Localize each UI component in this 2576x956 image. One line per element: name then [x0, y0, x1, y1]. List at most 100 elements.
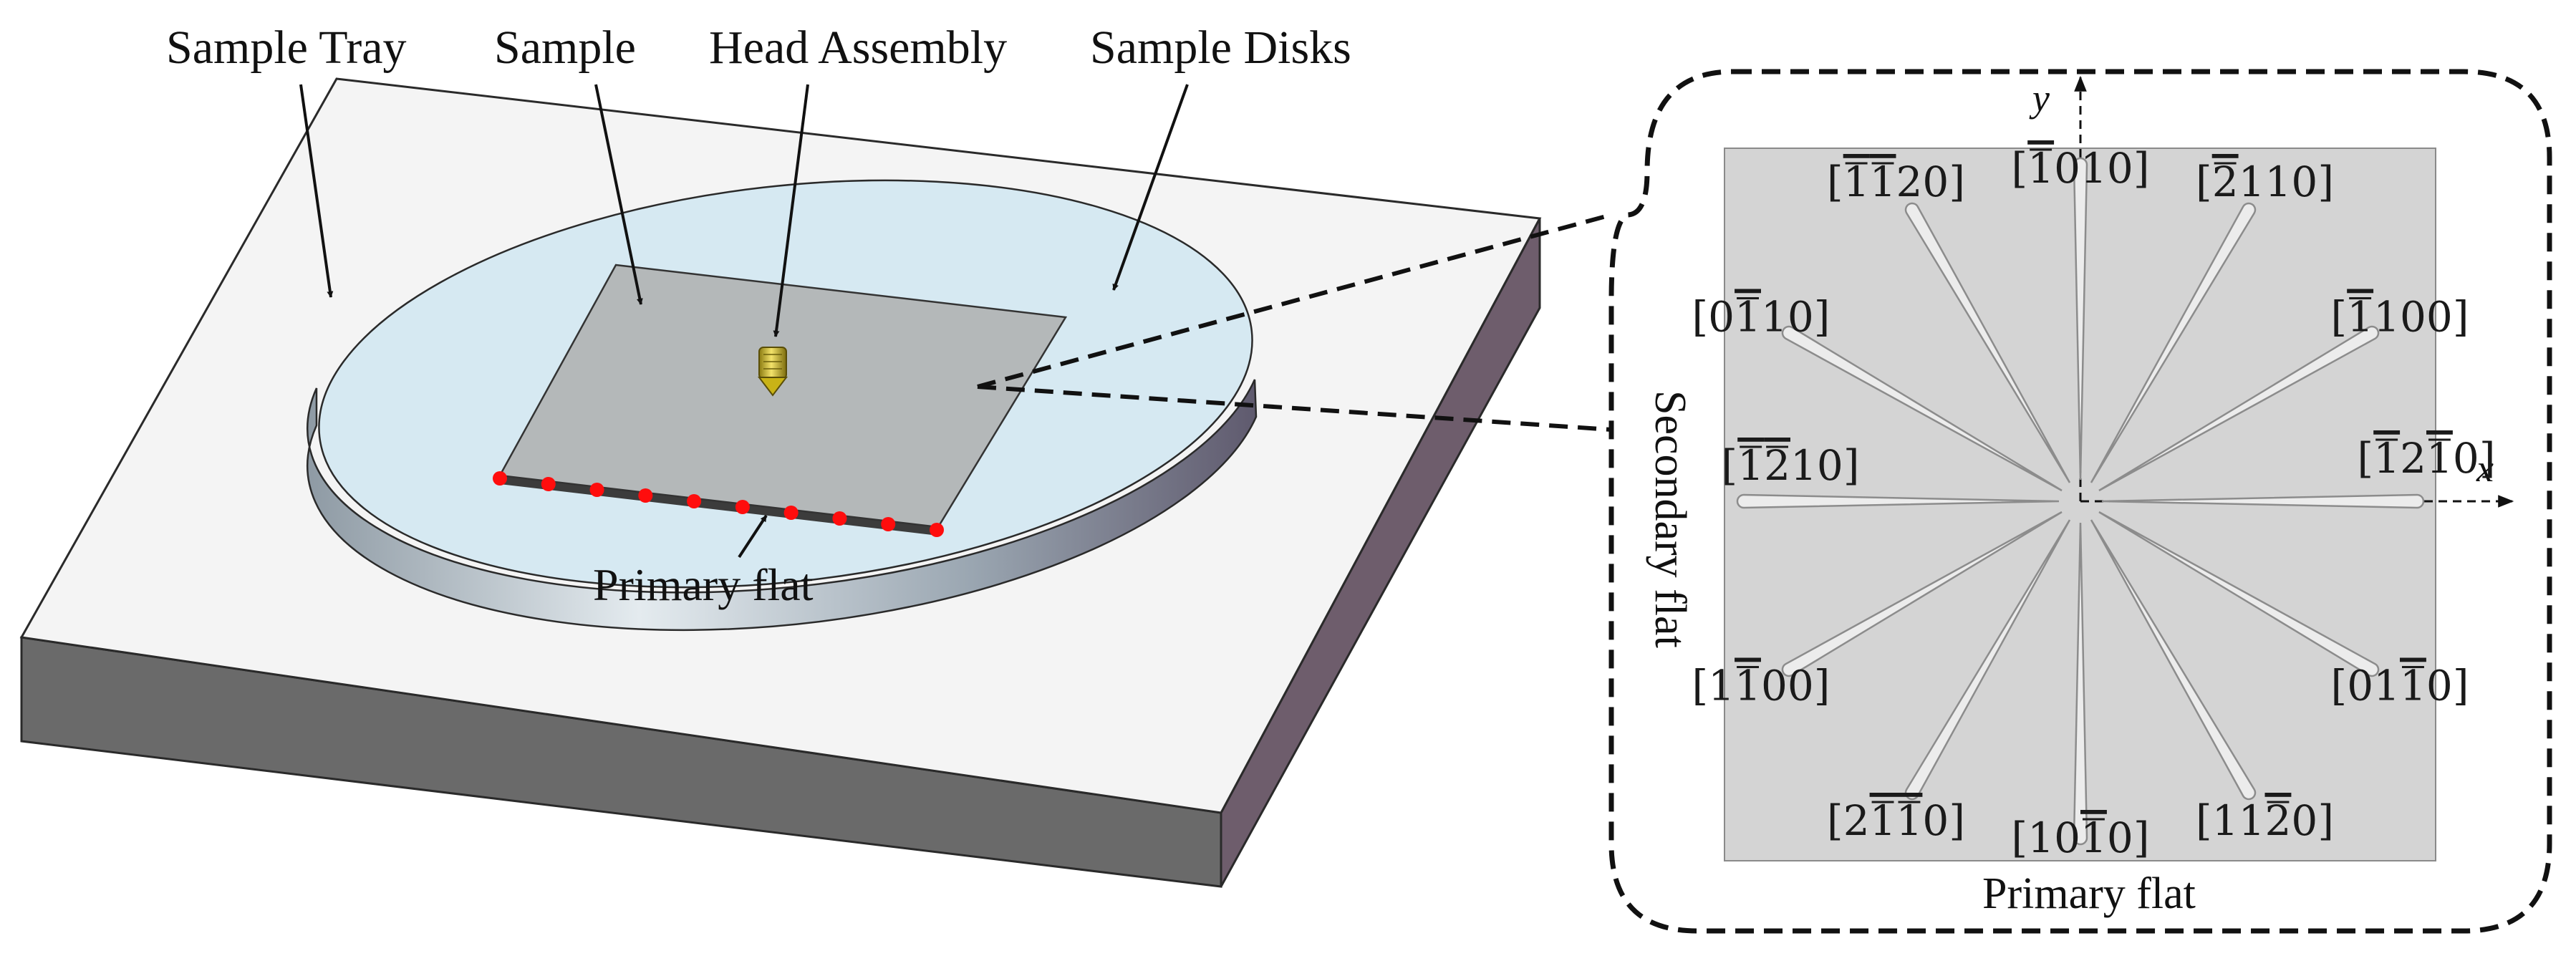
direction-digit: 2 [2400, 434, 2426, 483]
direction-digit: 0 [2453, 434, 2479, 483]
red-dot-icon [541, 477, 556, 491]
bracket-close: ] [2479, 434, 2496, 483]
direction-label: [1100] [2331, 293, 2469, 342]
direction-label: [1210] [1722, 441, 1860, 490]
bracket-open: [ [2358, 434, 2374, 483]
direction-digit: 0 [2291, 796, 2317, 845]
direction-digit: 1 [1870, 158, 1896, 206]
direction-digit: 1 [2212, 796, 2239, 845]
direction-digit: 1 [2239, 158, 2265, 206]
direction-digit: 1 [2080, 144, 2107, 193]
direction-label: [2110] [2196, 158, 2334, 206]
zoom-line-lower [977, 385, 1612, 432]
primary-flat-arrow [738, 514, 768, 559]
bracket-close: ] [2453, 293, 2469, 342]
direction-digit: 0 [2347, 662, 2373, 710]
direction-digit: 1 [1843, 158, 1870, 206]
bracket-close: ] [2133, 144, 2150, 193]
red-dot-icon [832, 511, 847, 526]
sample-disk-edge [307, 379, 1258, 632]
direction-label: [2110] [1827, 796, 1965, 845]
direction-digit: 2 [2212, 158, 2239, 206]
direction-label: [1010] [2012, 144, 2150, 193]
direction-digit: 0 [1708, 293, 1735, 342]
direction-label: [0110] [1692, 293, 1830, 342]
bracket-open: [ [1692, 293, 1709, 342]
label-head-assembly: Head Assembly [709, 21, 1007, 74]
bracket-open: [ [2196, 158, 2212, 206]
crack-petal [2098, 511, 2380, 677]
red-dot-icon [735, 500, 750, 514]
direction-digit: 2 [1896, 158, 1923, 206]
zoom-line-upper [977, 213, 1612, 389]
direction-digit: 1 [1790, 441, 1817, 490]
direction-digit: 0 [2426, 293, 2453, 342]
bracket-open: [ [2331, 662, 2348, 710]
sample-disks-arrow [1112, 84, 1189, 291]
crack-petal [2073, 157, 2088, 481]
crack-petals [1736, 157, 2425, 846]
direction-digit: 0 [2291, 158, 2317, 206]
direction-digit: 1 [2080, 813, 2107, 862]
sample-tray-scene: Sample Tray Sample Head Assembly Sample … [19, 21, 1542, 888]
direction-labels: [1010][2110][1100][1210][0110][1120][101… [1692, 144, 2496, 862]
direction-digit: 0 [2054, 144, 2080, 193]
direction-digit: 0 [2107, 813, 2133, 862]
direction-digit: 1 [2373, 434, 2400, 483]
bracket-close: ] [2317, 158, 2334, 206]
sample-tray-arrow [299, 84, 334, 298]
red-dot-icon [589, 483, 604, 497]
direction-digit: 1 [1708, 662, 1735, 710]
direction-digit: 1 [1735, 293, 1761, 342]
label-primary-flat-detail: Primary flat [1982, 869, 2196, 918]
sample-arrow [594, 84, 643, 305]
red-dot-icon [638, 488, 653, 503]
bracket-close: ] [2133, 813, 2150, 862]
bracket-close: ] [1949, 796, 1965, 845]
direction-digit: 1 [1735, 662, 1761, 710]
label-sample: Sample [494, 21, 636, 74]
crack-petal [1904, 202, 2071, 483]
direction-label: [1120] [2196, 796, 2334, 845]
direction-digit: 1 [2426, 434, 2453, 483]
crack-petal [1781, 511, 2063, 677]
bracket-open: [ [2012, 144, 2028, 193]
direction-digit: 2 [2265, 796, 2292, 845]
direction-digit: 0 [1922, 796, 1949, 845]
direction-digit: 1 [2373, 662, 2400, 710]
direction-label: [1010] [2012, 813, 2150, 862]
probe-head-icon [757, 347, 788, 397]
bracket-open: [ [2012, 813, 2028, 862]
crack-petal [2073, 522, 2088, 846]
direction-digit: 1 [1896, 796, 1923, 845]
bracket-open: [ [1827, 796, 1843, 845]
direction-label: [1120] [1827, 158, 1965, 206]
bracket-open: [ [1827, 158, 1843, 206]
direction-label: [1210] [2358, 434, 2496, 483]
bracket-close: ] [2317, 796, 2334, 845]
direction-digit: 1 [2265, 158, 2292, 206]
direction-digit: 1 [2027, 813, 2054, 862]
crack-petal [2090, 519, 2257, 801]
crack-petal [1736, 493, 2060, 509]
red-dot-icon [783, 506, 799, 520]
label-sample-tray: Sample Tray [166, 21, 407, 74]
crack-petal [2090, 202, 2257, 483]
x-axis-label: x [2476, 447, 2494, 490]
label-sample-disks: Sample Disks [1090, 21, 1351, 74]
label-primary-flat-left: Primary flat [593, 559, 814, 610]
direction-digit: 0 [2426, 662, 2453, 710]
red-dot-icon [687, 494, 702, 508]
bracket-close: ] [1814, 293, 1830, 342]
orientation-detail-panel: y x [1010][2110][1100][1210][0110][1120]… [1608, 69, 2552, 934]
detail-dashed-frame [1608, 69, 2552, 934]
direction-digit: 0 [1817, 441, 1843, 490]
direction-digit: 1 [1737, 441, 1764, 490]
bracket-open: [ [2196, 796, 2212, 845]
direction-digit: 1 [2373, 293, 2400, 342]
label-secondary-flat: Secondary flat [1646, 390, 1694, 648]
bracket-close: ] [2453, 662, 2469, 710]
bracket-open: [ [1722, 441, 1738, 490]
bracket-close: ] [1949, 158, 1965, 206]
direction-digit: 1 [1870, 796, 1896, 845]
